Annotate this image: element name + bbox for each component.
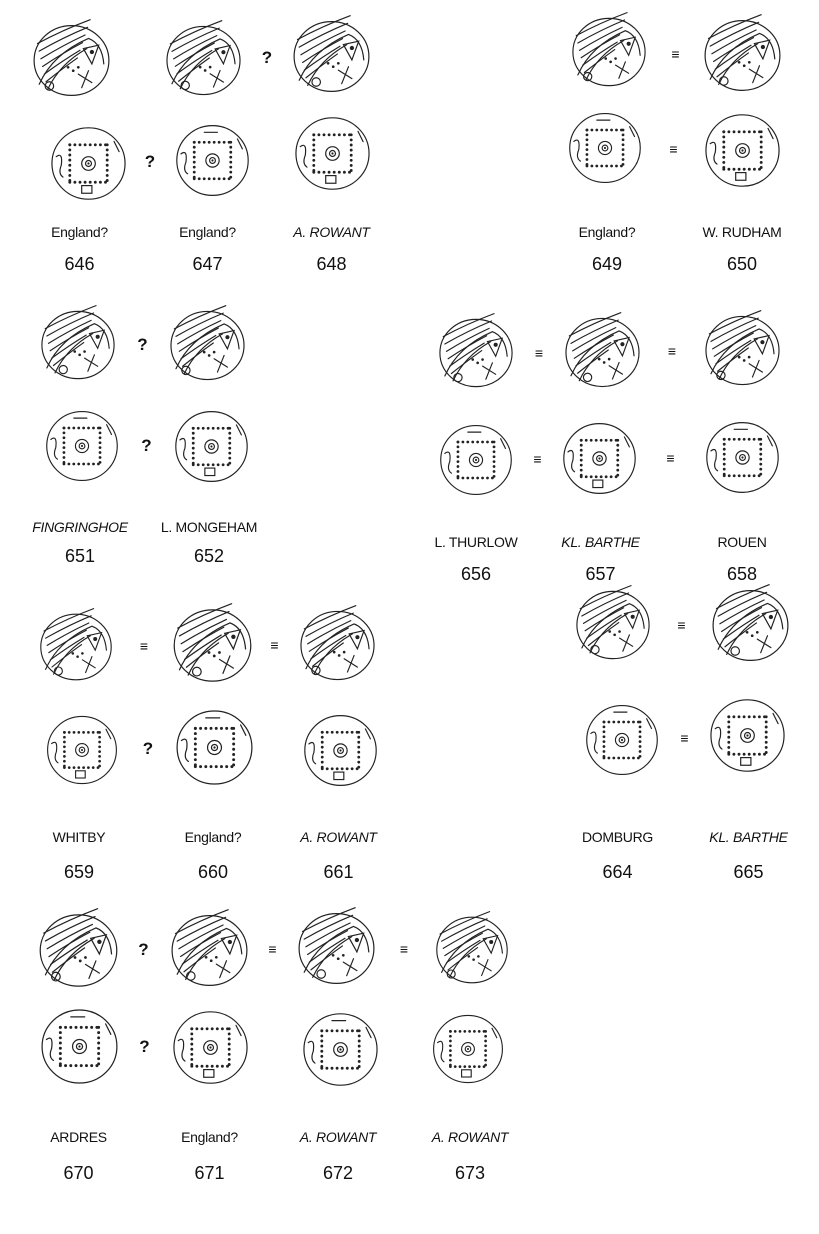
uncertain-link-obverse: ? [259,49,275,67]
die-identity-obverse: ≡ [265,940,281,958]
coin-obverse-650 [700,13,785,98]
findspot-label: England? [143,224,273,240]
die-identity-obverse: ≡ [136,637,152,655]
findspot-label: England? [15,224,145,240]
findspot-label: A. ROWANT [405,1129,535,1145]
coin-reverse-661 [299,709,382,792]
coin-reverse-652 [170,405,253,488]
uncertain-link-reverse: ? [140,740,156,758]
uncertain-link-obverse: ? [135,336,151,354]
coin-obverse-661 [296,604,379,687]
findspot-label: A. ROWANT [267,224,397,240]
coin-obverse-665 [708,583,793,668]
coin-number: 670 [39,1163,119,1184]
coin-number: 650 [702,254,782,275]
die-identity-reverse: ≡ [677,729,693,747]
findspot-label: KL. BARTHE [536,534,666,550]
coin-reverse-664 [581,699,663,781]
coin-number: 656 [436,564,516,585]
coin-reverse-660 [171,704,258,791]
coin-reverse-673 [428,1009,508,1089]
coin-obverse-658 [701,309,784,392]
uncertain-link-reverse: ? [137,1038,153,1056]
coin-reverse-659 [42,710,122,790]
coin-number: 647 [168,254,248,275]
findspot-label: DOMBURG [553,829,683,845]
die-identity-obverse: ≡ [396,940,412,958]
coin-reverse-671 [168,1005,253,1090]
coin-number: 660 [173,862,253,883]
coin-number: 649 [567,254,647,275]
coin-number: 665 [709,862,789,883]
coin-obverse-673 [432,910,512,990]
coin-reverse-650 [700,108,785,193]
die-identity-reverse: ≡ [530,450,546,468]
findspot-label: WHITBY [14,829,144,845]
coin-number: 673 [430,1163,510,1184]
die-identity-obverse: ≡ [267,636,283,654]
uncertain-link-obverse: ? [136,941,152,959]
coin-obverse-670 [35,907,122,994]
coin-reverse-646 [46,121,131,206]
findspot-label: L. THURLOW [411,534,541,550]
coin-number: 648 [292,254,372,275]
coin-number: 672 [298,1163,378,1184]
findspot-label: England? [145,1129,275,1145]
coin-number: 659 [39,862,119,883]
uncertain-link-reverse: ? [139,437,155,455]
die-identity-obverse: ≡ [531,344,547,362]
die-identity-obverse: ≡ [674,616,690,634]
coin-obverse-656 [435,312,517,394]
coin-obverse-647 [162,19,245,102]
coin-obverse-652 [166,304,249,387]
coin-number: 664 [578,862,658,883]
coin-obverse-649 [568,11,650,93]
findspot-label: ARDRES [14,1129,144,1145]
coin-obverse-672 [294,906,379,991]
coin-obverse-651 [37,304,119,386]
findspot-label: KL. BARTHE [684,829,814,845]
findspot-label: FINGRINGHOE [15,519,145,535]
coin-number: 646 [40,254,120,275]
coin-number: 651 [40,546,120,567]
coin-reverse-649 [564,107,646,189]
findspot-label: England? [542,224,672,240]
coin-number: 657 [561,564,641,585]
coin-obverse-648 [289,14,374,99]
die-identity-reverse: ≡ [663,449,679,467]
coin-obverse-671 [167,908,252,993]
coin-reverse-658 [701,416,784,499]
coin-reverse-648 [290,111,375,196]
coin-number: 661 [299,862,379,883]
coin-reverse-670 [36,1003,123,1090]
die-identity-obverse: ≡ [664,342,680,360]
findspot-label: ROUEN [677,534,807,550]
coin-reverse-657 [558,417,641,500]
coin-reverse-656 [435,419,517,501]
findspot-label: A. ROWANT [273,1129,403,1145]
coin-obverse-660 [169,602,256,689]
coin-obverse-657 [561,311,644,394]
die-identity-obverse: ≡ [668,45,684,63]
uncertain-link-reverse: ? [142,153,158,171]
findspot-label: A. ROWANT [274,829,404,845]
coin-number: 652 [169,546,249,567]
coin-obverse-664 [572,584,654,666]
coin-reverse-665 [705,693,790,778]
coin-number: 671 [170,1163,250,1184]
coin-obverse-659 [36,607,116,687]
findspot-label: W. RUDHAM [677,224,807,240]
findspot-label: England? [148,829,278,845]
coin-reverse-672 [298,1007,383,1092]
coin-obverse-646 [29,18,114,103]
coin-reverse-651 [41,405,123,487]
die-identity-reverse: ≡ [666,140,682,158]
coin-reverse-647 [171,119,254,202]
findspot-label: L. MONGEHAM [144,519,274,535]
